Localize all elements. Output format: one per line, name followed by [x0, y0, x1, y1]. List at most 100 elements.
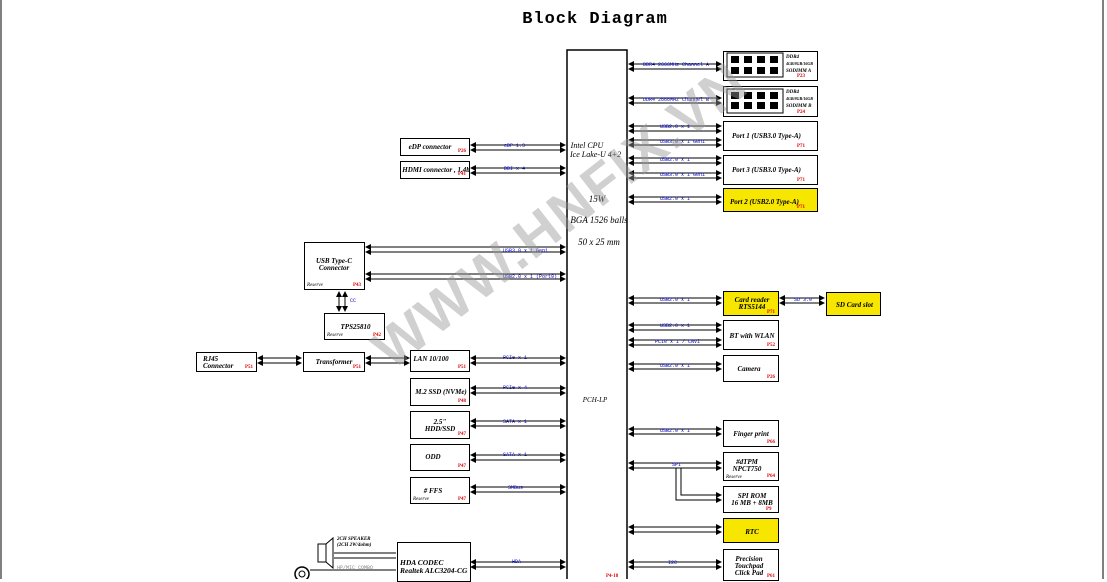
- pch-label: PCH-LP: [582, 396, 608, 404]
- cc-label: CC: [350, 298, 357, 304]
- edp-label: eDP connector: [408, 143, 452, 151]
- typec-bus2: USB2.0 x 1 (Port9): [503, 274, 558, 280]
- rtc-box: RTC: [723, 518, 779, 543]
- sd-label: SD Card slot: [836, 301, 873, 309]
- port2-box: Port 2 (USB2.0 Type-A) P71: [723, 188, 818, 212]
- dimm-b-page: P24: [796, 110, 805, 115]
- hdd-box: 2.5" HDD/SSD P47: [410, 411, 470, 439]
- port2-bus: USB2.0 x 1: [660, 196, 691, 202]
- port1-label: Port 1 (USB3.0 Type-A): [732, 132, 801, 140]
- bt-box: BT with WLAN P52: [723, 320, 779, 350]
- ssd-page: P48: [457, 399, 466, 404]
- port2-page: P71: [796, 205, 805, 210]
- typec-bus1: USB3.0 x 1 Gen1: [503, 248, 549, 254]
- tpm-label2: NPCT750: [732, 465, 762, 473]
- cpu-name: Intel CPU Ice Lake-U 4+2: [567, 141, 622, 159]
- tps-label: TPS25810: [340, 323, 371, 331]
- transformer-box: Transformer P51: [303, 352, 365, 372]
- spirom-label1: SPI ROM: [737, 492, 767, 500]
- typec-label2: Connector: [318, 264, 350, 272]
- ssd-label: M.2 SSD (NVMe): [415, 388, 467, 396]
- rtc-label: RTC: [745, 528, 759, 536]
- tpm-label1: #dTPM: [736, 458, 758, 466]
- rj45-label2: Connector: [203, 362, 234, 370]
- port3-bus1: USB2.0 x 1: [660, 157, 691, 163]
- edp-bus: eDP 1.3: [504, 143, 526, 149]
- dimm-b-box: DDR4 4GB/8GB/16GB SODIMM B P24: [723, 86, 818, 117]
- lan-page: P51: [457, 365, 466, 370]
- lan-label: LAN 10/100: [413, 355, 449, 363]
- bt-page: P52: [766, 343, 775, 348]
- spirom-page: P9: [766, 507, 772, 512]
- edp-page: P26: [457, 149, 466, 154]
- jack-label: HP/MIC COMBO: [337, 565, 374, 571]
- tpm-bus: SPI: [672, 462, 682, 468]
- cardreader-bus: USB2.0 x 1: [660, 297, 691, 303]
- tpm-box: #dTPM NPCT750 Reserve P64: [723, 452, 779, 481]
- ssd-box: M.2 SSD (NVMe) P48: [410, 378, 470, 406]
- speaker-label2: (2CH 2W/4ohm): [337, 543, 372, 548]
- port2-label: Port 2 (USB2.0 Type-A): [730, 198, 799, 206]
- touchpad-page: P61: [766, 574, 775, 579]
- tps-box: TPS25810 Reserve P42: [324, 313, 385, 340]
- dimm-a-line3: SODIMM A: [786, 69, 812, 74]
- rj45-label1: RJ45: [203, 355, 219, 363]
- dimm-b-bus: DDR4 2666MHz Channel B: [643, 97, 710, 103]
- dimm-a-line2: 4GB/8GB/16GB: [786, 61, 813, 66]
- cardreader-page: P71: [766, 310, 775, 315]
- cpu-line1: Intel CPU: [570, 141, 604, 150]
- touchpad-label1: Precision: [735, 555, 763, 563]
- dimm-b-line1: DDR4: [786, 90, 800, 95]
- hdmi-page: P41: [457, 172, 466, 177]
- hdd-page: P47: [457, 432, 466, 437]
- finger-bus: USB2.0 x 1: [660, 428, 691, 434]
- odd-bus: SATA x 1: [503, 452, 528, 458]
- hdd-label2: HDD/SSD: [424, 425, 456, 433]
- speaker-label1: 2CH SPEAKER: [337, 537, 371, 542]
- cpu-package: BGA 1526 balls: [570, 215, 628, 225]
- camera-label: Camera: [737, 365, 761, 373]
- rj45-box: RJ45 Connector P51: [196, 352, 257, 372]
- codec-bus: HDA: [512, 559, 522, 565]
- sd-bus: SD 3.0: [794, 297, 813, 303]
- port3-page: P71: [796, 178, 805, 183]
- dimm-a-bus: DDR4 2666MHz Channel A: [643, 62, 710, 68]
- codec-label1: HDA CODEC: [400, 558, 444, 567]
- edp-connector-box: eDP connector P26: [400, 138, 470, 156]
- touchpad-bus: I2C: [668, 560, 678, 566]
- cpu-page: P4-18: [606, 574, 619, 579]
- dimm-a-line1: DDR4: [786, 55, 800, 60]
- cpu-block: [566, 49, 628, 579]
- cpu-size: 50 x 25 mm: [578, 237, 620, 247]
- port1-bus1: USB2.0 x 1: [660, 124, 691, 130]
- cpu-line2: Ice Lake-U 4+2: [570, 150, 622, 159]
- sd-box: SD Card slot: [826, 292, 881, 316]
- rj45-page: P51: [244, 365, 253, 370]
- dimm-a-box: DDR4 4GB/8GB/16GB SODIMM A P23: [723, 51, 818, 81]
- odd-page: P47: [457, 464, 466, 469]
- bt-bus2: PCIe x 1 / CNVi: [655, 339, 701, 345]
- codec-box: HDA CODEC Realtek ALC3204-CG: [397, 542, 471, 582]
- port3-bus2: USB3.0 x 1 Gen1: [660, 172, 706, 178]
- ffs-reserve: Reserve: [413, 497, 429, 502]
- cardreader-box: Card reader RTS5144 P71: [723, 291, 779, 316]
- cardreader-label2: RTS5144: [738, 303, 766, 311]
- tps-page: P42: [372, 333, 381, 338]
- transformer-label: Transformer: [315, 358, 353, 366]
- dimm-b-line2: 4GB/8GB/16GB: [786, 96, 813, 101]
- odd-box: ODD P47: [410, 444, 470, 471]
- touchpad-label2: Touchpad: [734, 562, 764, 570]
- port3-label: Port 3 (USB3.0 Type-A): [732, 166, 801, 174]
- camera-bus: USB2.0 x 1: [660, 363, 691, 369]
- ffs-box: # FFS Reserve P47: [410, 477, 470, 504]
- finger-label: Finger print: [733, 430, 769, 438]
- ffs-label: # FFS: [423, 487, 443, 495]
- spirom-box: SPI ROM 16 MB + 8MB P9: [723, 486, 779, 513]
- port3-box: Port 3 (USB3.0 Type-A) P71: [723, 155, 818, 185]
- ssd-bus: PCIe x 4: [503, 385, 528, 391]
- finger-box: Finger print P66: [723, 420, 779, 447]
- cardreader-label1: Card reader: [734, 296, 770, 304]
- page-title: Block Diagram: [522, 10, 668, 29]
